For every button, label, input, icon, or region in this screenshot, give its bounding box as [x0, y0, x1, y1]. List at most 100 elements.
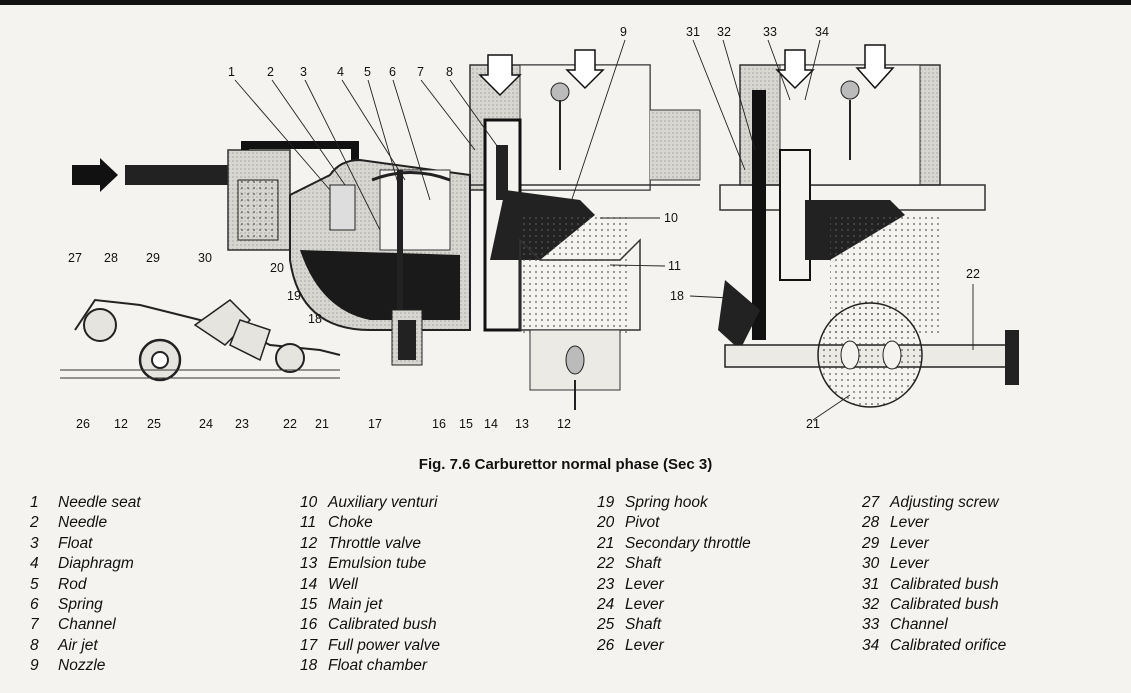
callout-24: 24: [199, 417, 213, 431]
legend-label: Lever: [890, 514, 929, 532]
legend-number: 15: [300, 596, 318, 613]
legend-number: 3: [30, 534, 39, 552]
legend-number: 21: [597, 534, 615, 552]
callout-21-left: 21: [315, 417, 329, 431]
legend-label: Spring: [58, 596, 103, 613]
callout-3: 3: [300, 65, 307, 79]
callout-17: 17: [368, 417, 382, 431]
legend-item: 4 Diaphragm: [30, 555, 134, 573]
legend-number: 7: [30, 616, 39, 634]
callout-23: 23: [235, 417, 249, 431]
callout-10: 10: [664, 211, 678, 225]
legend-number: 8: [30, 636, 39, 654]
legend-item: 12 Throttle valve: [300, 535, 421, 553]
legend-label: Channel: [890, 616, 948, 634]
legend-label: Throttle valve: [328, 534, 422, 552]
legend-number: 22: [597, 555, 615, 573]
fuel-inlet-arrow: [72, 158, 118, 192]
legend-number: 14: [300, 575, 318, 593]
legend-number: 12: [300, 534, 318, 552]
callout-27: 27: [68, 251, 82, 265]
legend-label: Rod: [58, 575, 87, 593]
legend-label: Full power valve: [328, 636, 440, 654]
legend-label: Main jet: [328, 596, 383, 613]
top-rule: [0, 0, 1131, 5]
legend-number: 19: [597, 494, 615, 511]
legend-label: Lever: [625, 596, 664, 613]
callout-6: 6: [389, 65, 396, 79]
callout-21-right: 21: [806, 417, 820, 431]
legend-item: 3 Float: [30, 535, 92, 553]
legend-number: 1: [30, 494, 39, 511]
legend-label: Secondary throttle: [625, 534, 751, 552]
fuel-inlet-pipe: [125, 165, 245, 185]
legend-label: Calibrated bush: [890, 596, 999, 613]
callout-12-right: 12: [557, 417, 571, 431]
legend-item: 7 Channel: [30, 616, 116, 634]
legend-label: Choke: [328, 514, 373, 532]
callout-33: 33: [763, 25, 777, 39]
legend-item: 20 Pivot: [597, 514, 659, 532]
legend-label: Pivot: [625, 514, 660, 532]
callout-15: 15: [459, 417, 473, 431]
legend-label: Adjusting screw: [890, 494, 999, 511]
callout-1: 1: [228, 65, 235, 79]
legend-label: Spring hook: [625, 494, 708, 511]
legend-item: 33 Channel: [862, 616, 948, 634]
callout-20: 20: [270, 261, 284, 275]
legend-number: 4: [30, 555, 39, 573]
callout-31: 31: [686, 25, 700, 39]
legend-number: 18: [300, 657, 318, 675]
legend-number: 20: [597, 514, 615, 532]
legend-item: 31 Calibrated bush: [862, 576, 999, 594]
figure-caption: Fig. 7.6 Carburettor normal phase (Sec 3…: [418, 456, 713, 473]
legend-label: Lever: [890, 555, 929, 573]
legend-label: Float: [58, 534, 93, 552]
callout-26: 26: [76, 417, 90, 431]
callout-25: 25: [147, 417, 161, 431]
legend-item: 22 Shaft: [597, 555, 661, 573]
callout-19: 19: [287, 289, 301, 303]
legend-label: Channel: [58, 616, 116, 634]
callout-5: 5: [364, 65, 371, 79]
legend-label: Needle: [58, 514, 108, 532]
secondary-barrel-body: [718, 44, 986, 350]
legend-number: 23: [597, 575, 615, 593]
legend-label: Lever: [625, 575, 664, 593]
legend-label: Calibrated orifice: [890, 636, 1007, 654]
throttle-linkage: [60, 298, 341, 382]
legend-label: Calibrated bush: [890, 575, 999, 593]
legend-label: Lever: [890, 534, 929, 552]
legend-number: 29: [862, 534, 880, 552]
legend-number: 31: [862, 575, 880, 593]
legend-label: Calibrated bush: [328, 616, 437, 634]
secondary-throttle-shaft: [724, 302, 1019, 408]
primary-venturi: [483, 118, 641, 410]
legend-label: Shaft: [625, 555, 662, 573]
legend-number: 13: [300, 555, 318, 573]
carburettor-diagram: 1 2 3 4 5 6 7 8 9 31 32 33 34 10 11 18 2…: [60, 25, 1019, 431]
callout-29: 29: [146, 251, 160, 265]
legend-label: Needle seat: [58, 494, 141, 511]
primary-barrel-body: [469, 49, 701, 191]
callout-9: 9: [620, 25, 627, 39]
legend-number: 33: [862, 616, 880, 634]
legend-number: 26: [597, 636, 615, 654]
callout-34: 34: [815, 25, 829, 39]
float-chamber: [289, 158, 471, 366]
legend-label: Diaphragm: [58, 555, 134, 573]
legend-item: 19 Spring hook: [597, 494, 708, 512]
callout-30: 30: [198, 251, 212, 265]
